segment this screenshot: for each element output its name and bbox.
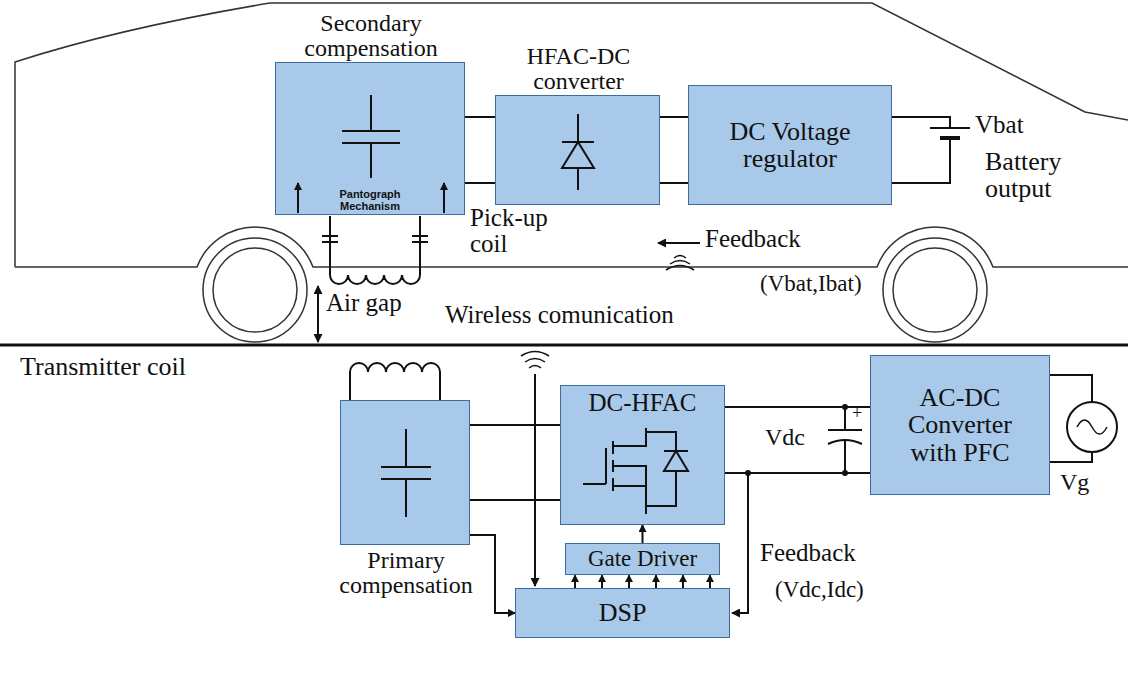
- coil-wire: [349, 372, 351, 400]
- wire: [725, 406, 870, 408]
- box-label: Gate Driver: [582, 547, 703, 571]
- feedback-wire: [732, 473, 748, 613]
- air-gap-label: Air gap: [326, 290, 402, 316]
- compensation-box: Primary compensation: [340, 400, 470, 545]
- diode-symbol: [496, 96, 661, 206]
- box-label: Secondary compensation: [266, 11, 476, 61]
- dsp-box: DSP: [515, 588, 730, 638]
- feedback-arrow: [658, 242, 700, 244]
- pfc-converter-box: AC-DC Converter with PFC: [870, 355, 1050, 495]
- sine-symbol: [1077, 420, 1107, 434]
- box-label: DC-HFAC: [561, 386, 724, 416]
- source-wire: [1050, 375, 1092, 402]
- rear-wheel: [203, 238, 307, 342]
- pantograph-plate: [322, 235, 338, 237]
- battery-wire: [890, 117, 950, 128]
- voltage-label: Vdc: [765, 425, 805, 450]
- connector: [575, 575, 710, 588]
- capacitor-lead: [844, 407, 846, 430]
- wire: [660, 182, 688, 184]
- link-label: Wireless comunication: [445, 302, 674, 328]
- battery-symbol: [930, 127, 970, 129]
- voltage-label: Vbat: [975, 112, 1024, 138]
- signal-label: (Vdc,Idc): [775, 578, 864, 602]
- car-underbody: [15, 227, 1128, 267]
- wire: [682, 575, 684, 588]
- mechanism-label: Pantograph Mechanism: [330, 188, 410, 212]
- air-gap-arrow: [317, 286, 319, 342]
- connector: [465, 117, 495, 183]
- rectifier-box: HFAC-DC converter: [495, 95, 660, 205]
- wire: [709, 575, 711, 588]
- wireless-icon: [521, 352, 549, 369]
- rear-rim: [213, 248, 297, 332]
- transmitter-coil: [350, 363, 440, 372]
- wire: [470, 535, 515, 613]
- wireless-feedback-arrow: [534, 374, 536, 586]
- wire: [465, 116, 495, 118]
- voltage-label: Vg: [1060, 470, 1089, 495]
- box-label: AC-DC Converter with PFC: [879, 384, 1041, 466]
- wire: [574, 575, 576, 588]
- wire: [628, 575, 630, 588]
- polarity-mark: +: [852, 404, 862, 423]
- wire: [642, 525, 644, 543]
- capacitor-symbol: [341, 401, 471, 546]
- pantograph-plate: [412, 241, 428, 243]
- wire: [470, 424, 560, 426]
- ac-source: [1067, 402, 1117, 452]
- pantograph-arm: [419, 216, 421, 275]
- connector: [470, 425, 560, 500]
- box-label: Primary compensation: [326, 548, 486, 598]
- regulator-box: DC Voltage regulator: [688, 85, 892, 205]
- pantograph-arm: [329, 216, 331, 275]
- connector: [725, 407, 870, 473]
- pick-up-coil: [330, 275, 420, 284]
- connector: [660, 117, 688, 183]
- wireless-icon: [666, 256, 694, 271]
- wire: [470, 499, 560, 501]
- box-label: DC Voltage regulator: [694, 118, 886, 173]
- gate-driver-box: Gate Driver: [565, 543, 720, 575]
- coil-label: Pick-up coil: [470, 205, 590, 258]
- connector: [642, 525, 643, 543]
- wire: [660, 116, 688, 118]
- battery-wire: [890, 138, 950, 183]
- wire: [655, 575, 657, 588]
- feedback-label: Feedback: [705, 226, 801, 252]
- signal-label: (Vbat,Ibat): [760, 272, 862, 296]
- wire: [601, 575, 603, 588]
- front-rim: [893, 248, 977, 332]
- box-label: DSP: [593, 599, 653, 626]
- wire: [465, 182, 495, 184]
- front-wheel: [883, 238, 987, 342]
- wire: [725, 472, 870, 474]
- road-line: [0, 344, 1128, 347]
- car-body-outline: [15, 3, 1128, 267]
- pantograph-plate: [322, 241, 338, 243]
- battery-symbol: [940, 136, 960, 140]
- coil-wire: [439, 372, 441, 400]
- source-wire: [1050, 452, 1092, 462]
- connector: [470, 535, 515, 613]
- capacitor-plate: [828, 429, 862, 431]
- pantograph-plate: [412, 235, 428, 237]
- inverter-box: DC-HFAC: [560, 385, 725, 525]
- capacitor-lead: [844, 440, 846, 473]
- battery-label: Battery output: [985, 148, 1110, 203]
- feedback-label: Feedback: [760, 540, 856, 566]
- box-label: HFAC-DC converter: [486, 44, 671, 94]
- coil-label: Transmitter coil: [20, 353, 186, 380]
